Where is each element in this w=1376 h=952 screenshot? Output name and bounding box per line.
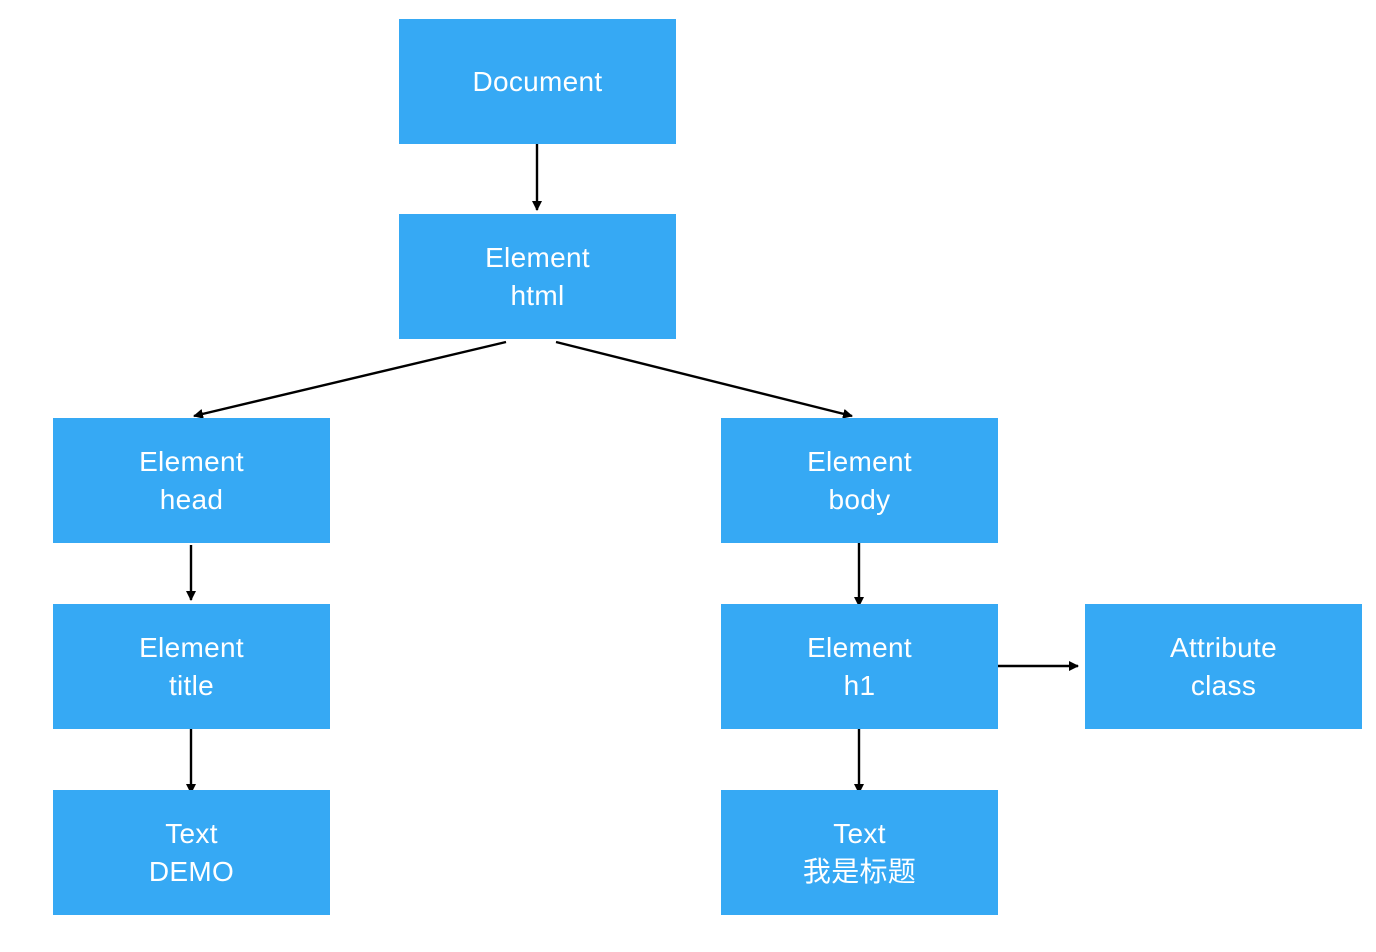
node-element-body: Element body <box>721 418 998 543</box>
node-text-demo: Text DEMO <box>53 790 330 915</box>
node-element-body-name: body <box>828 483 891 515</box>
node-text-demo-type: Text <box>165 817 218 849</box>
node-element-head-name: head <box>159 483 224 515</box>
node-text-demo-value: DEMO <box>148 855 235 887</box>
node-element-head-type: Element <box>139 445 244 477</box>
node-attribute-name: class <box>1190 669 1257 701</box>
node-element-h1-type: Element <box>807 631 912 663</box>
node-document: Document <box>399 19 676 144</box>
node-element-h1: Element h1 <box>721 604 998 729</box>
node-attribute-type: Attribute <box>1170 631 1277 663</box>
node-text-title-cn-value: 我是标题 <box>802 855 917 887</box>
node-attribute-class: Attribute class <box>1085 604 1362 729</box>
node-element-body-type: Element <box>807 445 912 477</box>
node-text-title-cn-type: Text <box>833 817 886 849</box>
node-element-title: Element title <box>53 604 330 729</box>
node-element-html-type: Element <box>485 241 590 273</box>
node-element-title-type: Element <box>139 631 244 663</box>
node-element-html: Element html <box>399 214 676 339</box>
node-element-head: Element head <box>53 418 330 543</box>
node-element-title-name: title <box>168 669 215 701</box>
node-element-html-name: html <box>510 279 565 311</box>
edge-html-to-head <box>193 340 507 419</box>
node-text-title-cn: Text 我是标题 <box>721 790 998 915</box>
node-document-label: Document <box>472 65 603 97</box>
edge-html-to-body <box>555 340 853 419</box>
node-element-h1-name: h1 <box>843 669 876 701</box>
